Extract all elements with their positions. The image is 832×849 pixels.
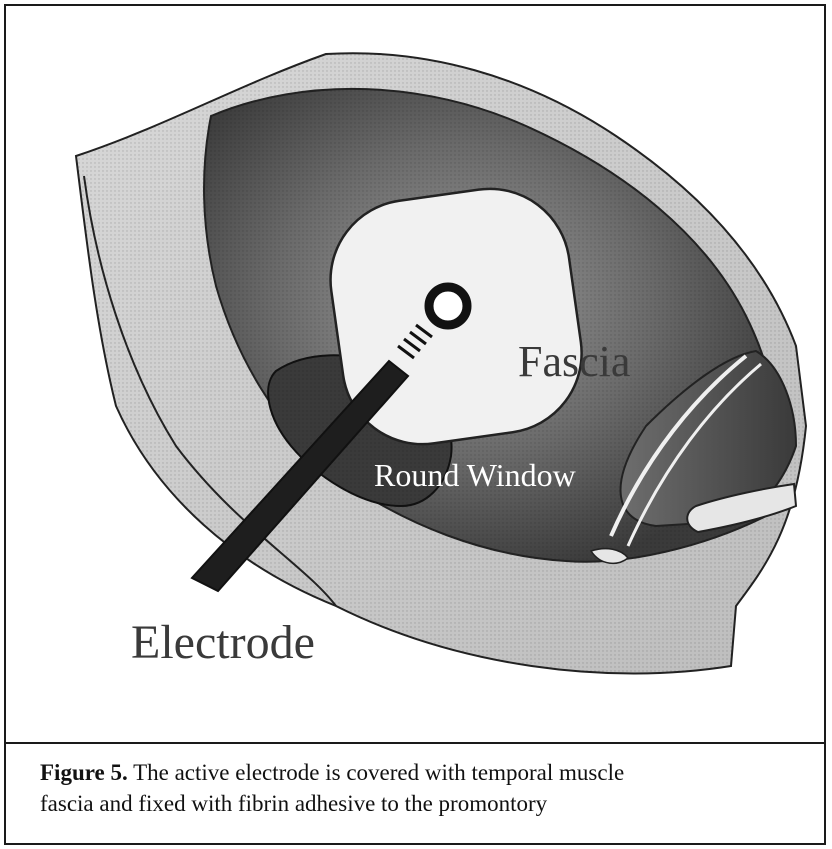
label-round-window: Round Window	[374, 457, 576, 493]
figure-caption: Figure 5. The active electrode is covere…	[40, 757, 800, 819]
caption-figure-label: Figure 5.	[40, 760, 128, 785]
caption-divider	[6, 742, 824, 744]
label-electrode: Electrode	[131, 616, 315, 669]
electrode-tip	[429, 287, 467, 325]
middle-ear-diagram: Fascia Round Window Electrode	[6, 6, 824, 742]
figure-frame: Fascia Round Window Electrode Figure 5. …	[4, 4, 826, 845]
caption-text-line1: The active electrode is covered with tem…	[128, 760, 624, 785]
illustration: Fascia Round Window Electrode	[6, 6, 824, 742]
label-fascia: Fascia	[518, 337, 630, 386]
caption-text-line2: fascia and fixed with fibrin adhesive to…	[40, 791, 547, 816]
